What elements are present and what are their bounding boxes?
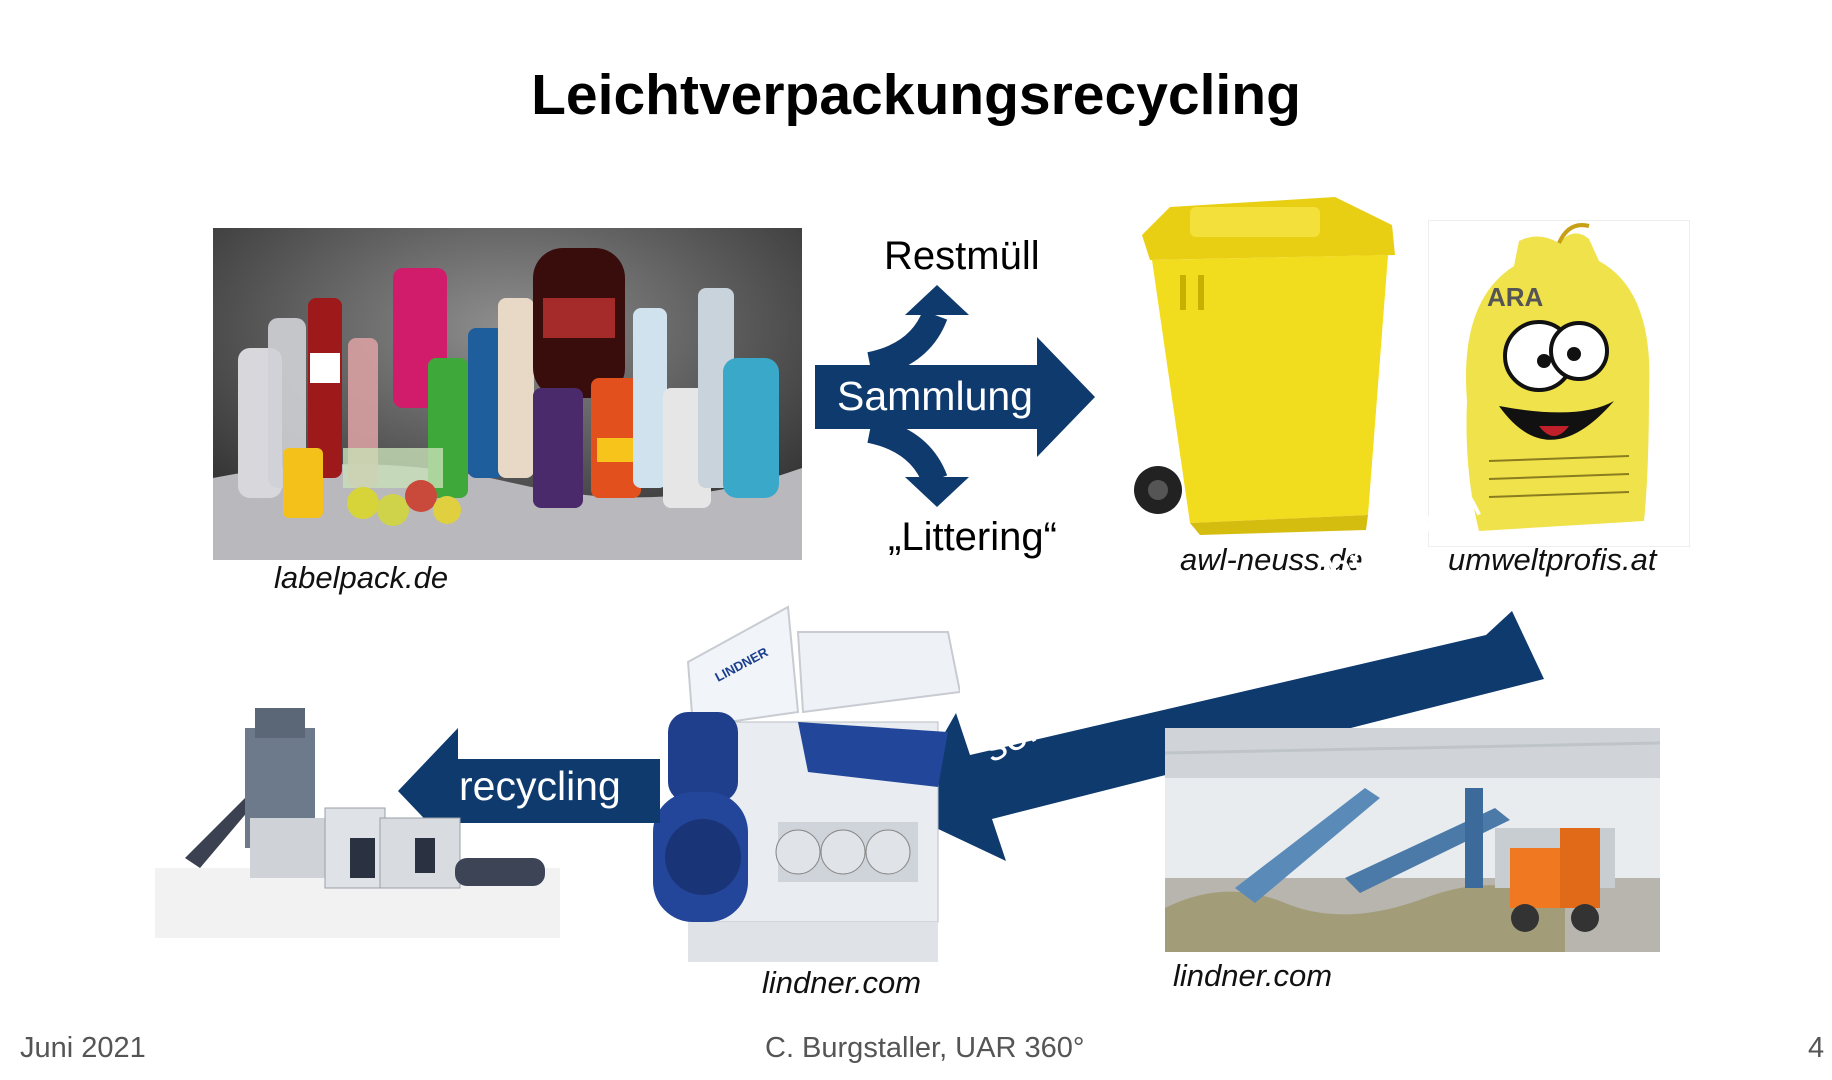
sammlung-label: Sammlung <box>837 373 1033 419</box>
footer-date: Juni 2021 <box>20 1032 146 1064</box>
restmuell-label: Restmüll <box>884 234 1040 278</box>
bag-print: ARA <box>1487 282 1544 312</box>
recycling-label: recycling <box>459 763 621 809</box>
sorting-plant-photo <box>1165 728 1660 952</box>
extruder-line-image <box>155 688 560 938</box>
yellow-bin-image <box>1130 195 1405 540</box>
shredder-image: LINDNER <box>648 602 960 968</box>
footer-page-number: 4 <box>1808 1032 1825 1064</box>
yellow-bag-image: ARA <box>1428 220 1690 547</box>
sammlung-arrow <box>815 285 1095 510</box>
plant-caption: lindner.com <box>1173 958 1333 993</box>
recycling-arrow <box>398 728 660 854</box>
slide-title: Leichtverpackungsrecycling <box>531 63 1301 127</box>
packaging-caption: labelpack.de <box>274 560 449 595</box>
bag-caption: umweltprofis.at <box>1448 542 1657 577</box>
footer-author: C. Burgstaller, UAR 360° <box>765 1032 1085 1064</box>
packaging-photo <box>213 228 802 560</box>
shredder-caption: lindner.com <box>762 965 922 1000</box>
bin-caption: awl-neuss.de <box>1180 542 1363 577</box>
littering-label: „Littering“ <box>888 515 1057 559</box>
